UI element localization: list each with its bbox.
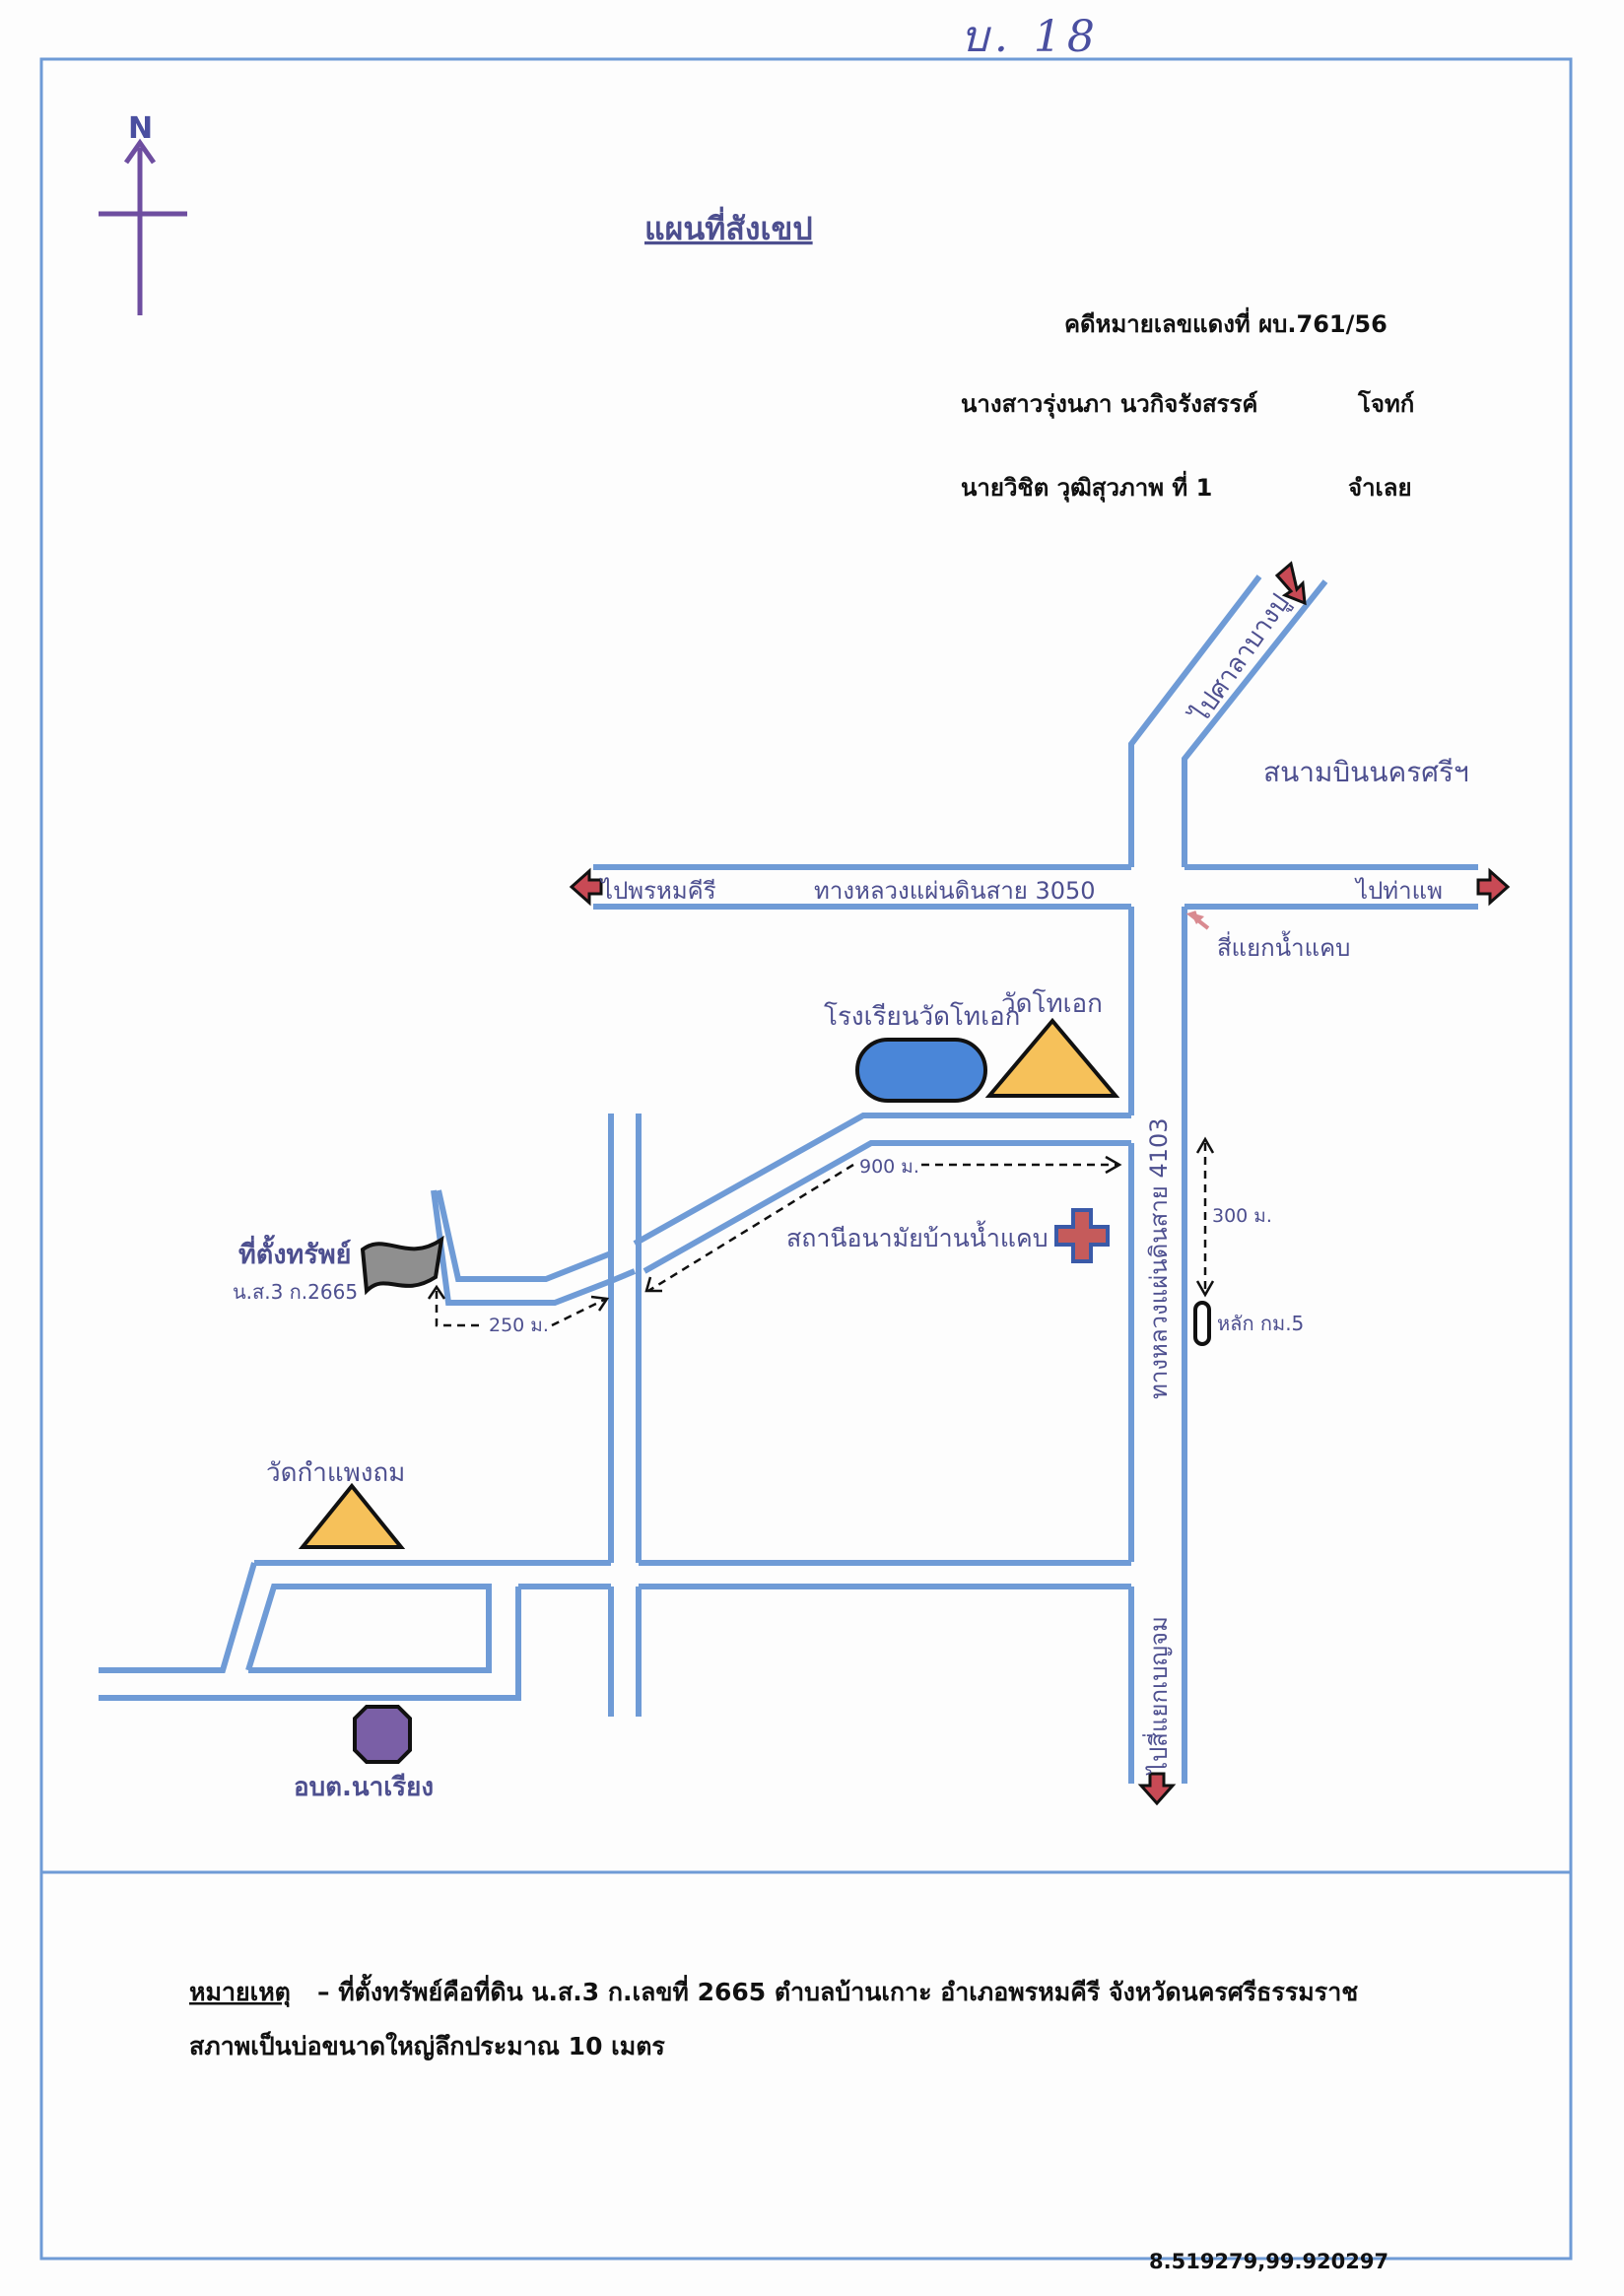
distance-markers — [435, 1143, 1207, 1327]
north-arrow-icon: N — [99, 111, 187, 315]
temple-icon — [984, 1017, 1120, 1098]
label-health-station: สถานีอนามัยบ้านน้ำแคบ — [786, 1220, 1049, 1252]
temple-icon — [298, 1482, 406, 1549]
note-line-2: สภาพเป็นบ่อขนาดใหญ่ลึกประมาณ 10 เมตร — [189, 2031, 665, 2060]
label-property: ที่ตั้งทรัพย์ — [238, 1234, 351, 1270]
label-highway-4103: ทางหลวงแผ่นดินสาย 4103 — [1145, 1117, 1173, 1399]
label-wat-tho-ek: วัดโทเอก — [1001, 988, 1103, 1019]
label-to-yaek-benchama: ไปสี่แยกเบญจม — [1142, 1616, 1173, 1776]
label-to-phrom-khiri: ไปพรหมคีรี — [599, 877, 716, 905]
case-number: คดีหมายเลขแดงที่ ผบ.761/56 — [1064, 306, 1387, 338]
sao-office-icon — [353, 1705, 412, 1764]
page-mark: บ. 18 — [961, 12, 1101, 62]
note-line-1: – ที่ตั้งทรัพย์คือที่ดิน น.ส.3 ก.เลขที่ … — [317, 1973, 1358, 2006]
label-property-doc: น.ส.3 ก.2665 — [233, 1280, 358, 1304]
defendant-name: นายวิชิต วุฒิสุวภาพ ที่ 1 — [961, 470, 1212, 504]
health-station-icon — [1054, 1208, 1110, 1263]
plaintiff-name: นางสาวรุ่งนภา นวกิจรังสรรค์ — [961, 390, 1257, 420]
junction-arrow-icon — [1190, 912, 1204, 924]
map-frame — [39, 57, 1573, 2261]
road-network — [99, 574, 1478, 1784]
label-junction: สี่แยกน้ำแคบ — [1217, 930, 1350, 962]
label-km-post: หลัก กม.5 — [1217, 1312, 1304, 1335]
label-wat-kamphaeng: วัดกำแพงถม — [266, 1458, 405, 1488]
label-distance-900: 900 ม. — [859, 1156, 919, 1178]
plaintiff-role: โจทก์ — [1357, 389, 1414, 418]
label-to-tha-phae: ไปท่าแพ — [1354, 877, 1443, 905]
label-distance-300: 300 ม. — [1212, 1205, 1272, 1227]
map-title: แผนที่สังเขป — [644, 206, 813, 247]
distance-arrowheads — [427, 1136, 1215, 1312]
junction-marker-icon — [1185, 911, 1210, 930]
direction-arrow-icon — [569, 561, 1511, 1806]
north-label: N — [128, 111, 153, 146]
property-flag-icon — [360, 1235, 444, 1296]
label-school: โรงเรียนวัดโทเอก — [824, 1001, 1020, 1032]
note-label: หมายเหตุ — [189, 1978, 291, 2008]
defendant-role: จำเลย — [1348, 474, 1412, 502]
label-distance-250: 250 ม. — [489, 1315, 549, 1336]
label-highway-3050: ทางหลวงแผ่นดินสาย 3050 — [814, 877, 1096, 905]
label-airport: สนามบินนครศรีฯ — [1263, 756, 1469, 788]
school-icon — [855, 1038, 987, 1103]
gps-coordinates: 8.519279,99.920297 — [1149, 2250, 1388, 2273]
label-to-sala-bangpu: ไปศาลาบางปู — [1184, 588, 1295, 730]
label-sao-office: อบต.นาเรียง — [294, 1773, 434, 1802]
km-post-icon — [1193, 1301, 1211, 1346]
